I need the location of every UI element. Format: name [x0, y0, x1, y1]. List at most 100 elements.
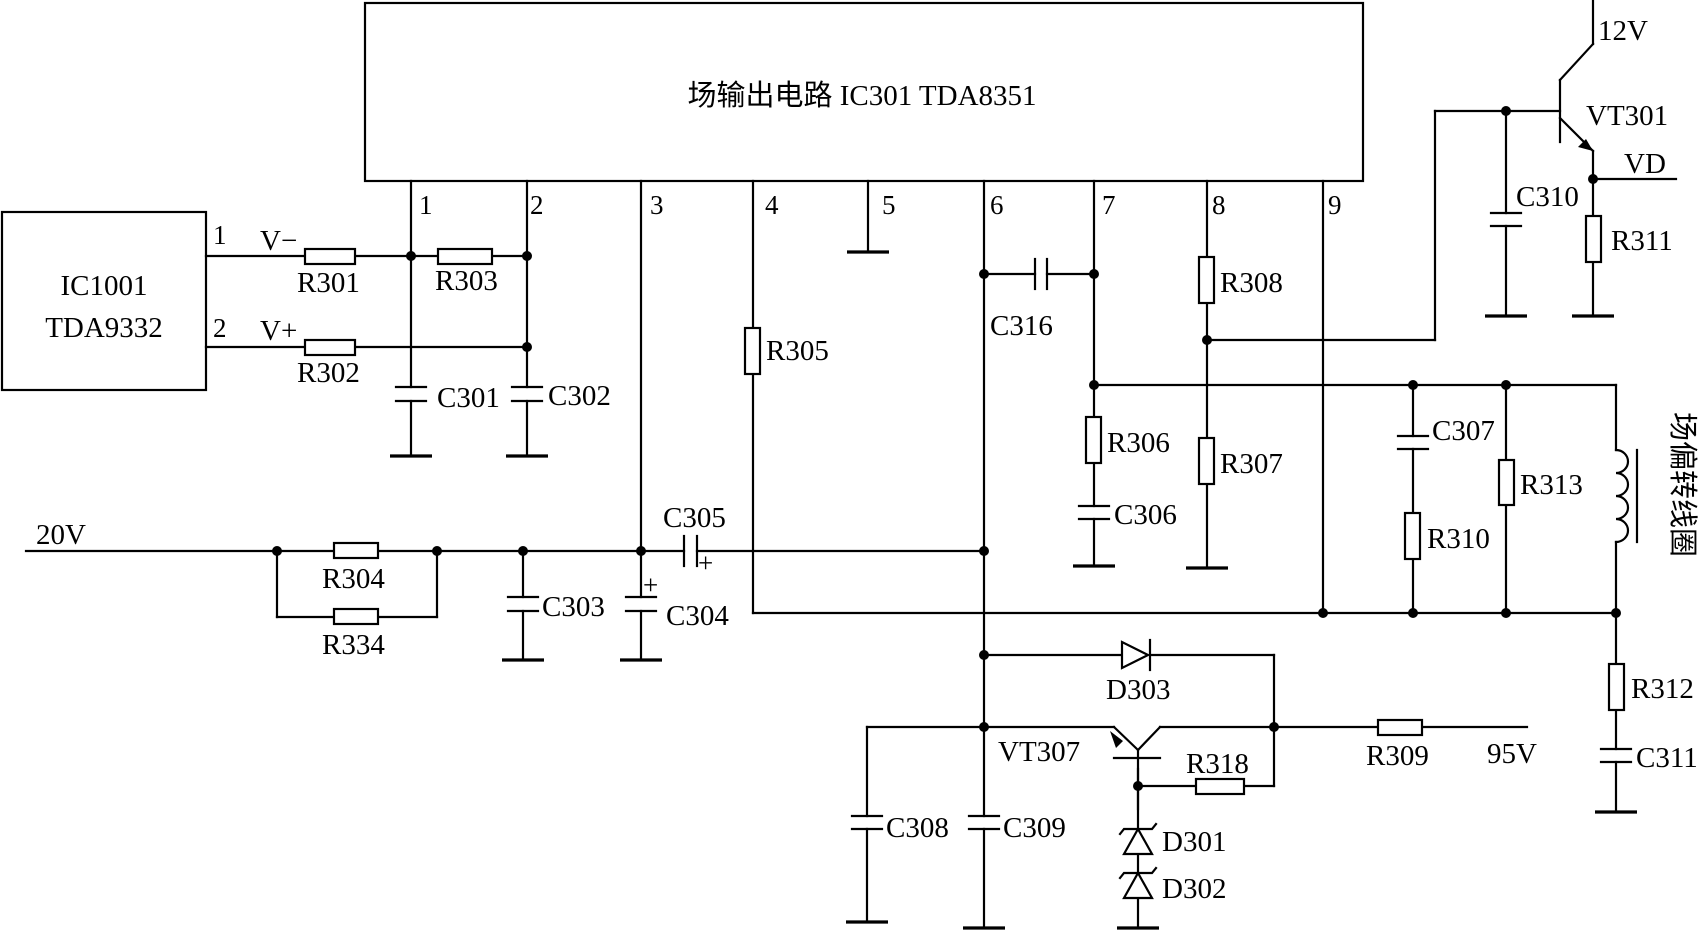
label-r305: R305 [766, 335, 829, 367]
resistor-r302 [303, 338, 357, 357]
resistor-r312 [1607, 662, 1626, 712]
capacitor-c307 [1396, 434, 1430, 451]
pin8-wires [1205, 109, 1562, 570]
zener-d301 [1122, 826, 1154, 856]
ic1001-part: TDA9332 [45, 312, 163, 344]
label-d302: D302 [1162, 873, 1226, 905]
label-r309: R309 [1366, 740, 1429, 772]
resistor-r301 [303, 247, 357, 266]
label-r301: R301 [297, 267, 360, 299]
resistor-r305 [743, 326, 762, 376]
capacitor-c316 [1033, 257, 1049, 291]
resistor-r313 [1497, 458, 1516, 507]
label-vt307: VT307 [998, 736, 1080, 768]
pin-7-label: 7 [1102, 190, 1116, 220]
capacitor-c301 [394, 385, 428, 403]
label-c302: C302 [548, 380, 611, 412]
resistor-r311 [1584, 214, 1603, 264]
resistor-r307 [1197, 436, 1216, 486]
resistor-r306 [1084, 415, 1103, 465]
pin-1-label: 1 [419, 190, 433, 220]
pump-up-wires [865, 653, 1529, 930]
resistor-r334 [332, 607, 380, 626]
signal-95v: 95V [1487, 738, 1537, 770]
junction-dots [272, 106, 1621, 791]
capacitor-c310 [1489, 211, 1523, 228]
resistor-r308 [1197, 255, 1216, 305]
zener-d302 [1122, 870, 1154, 900]
label-c307: C307 [1432, 415, 1495, 447]
pin-5-label: 5 [882, 190, 896, 220]
signal-vd: VD [1624, 148, 1666, 180]
label-r311: R311 [1611, 225, 1673, 257]
label-r318: R318 [1186, 748, 1249, 780]
pin-4-label: 4 [765, 190, 779, 220]
input-network-wires [204, 179, 529, 458]
capacitor-c309 [967, 814, 1001, 831]
label-r302: R302 [297, 357, 360, 389]
resistor-r309 [1376, 718, 1424, 737]
diode-d303 [1120, 640, 1151, 670]
capacitor-c303 [506, 595, 540, 613]
zener-d301-bar [1118, 822, 1158, 836]
pin-9-label: 9 [1328, 190, 1342, 220]
ic1001-name: IC1001 [61, 270, 148, 302]
pin-3-label: 3 [650, 190, 664, 220]
label-coil: 场偏转线圈 [1666, 412, 1699, 557]
resistor-r304 [332, 541, 380, 560]
label-r303: R303 [435, 265, 498, 297]
label-r304: R304 [322, 563, 385, 595]
label-c308: C308 [886, 812, 949, 844]
label-c303: C303 [542, 591, 605, 623]
label-c301: C301 [437, 382, 500, 414]
label-c311: C311 [1636, 742, 1698, 774]
ic1001-pin2-label: 2 [213, 313, 227, 343]
label-r313: R313 [1520, 469, 1583, 501]
ic301-box [363, 1, 1365, 183]
resistor-r303 [436, 247, 494, 266]
pin4-wires [751, 179, 1618, 615]
label-d303: D303 [1106, 674, 1170, 706]
label-r308: R308 [1220, 267, 1283, 299]
c304-polarity-plus: + [643, 570, 658, 600]
label-c310: C310 [1516, 181, 1579, 213]
pin6-pin7-wires [982, 179, 1618, 930]
ic1001-box [0, 210, 208, 392]
label-r306: R306 [1107, 427, 1170, 459]
label-r334: R334 [322, 629, 385, 661]
ic1001-pin1-label: 1 [213, 220, 227, 250]
signal-12v: 12V [1598, 15, 1648, 47]
label-c309: C309 [1003, 812, 1066, 844]
vt301-emitter-arrow [1578, 139, 1593, 151]
coil-network-wires [1411, 383, 1618, 814]
ic301-title: 场输出电路 IC301 TDA8351 [687, 79, 1036, 112]
label-r310: R310 [1427, 523, 1490, 555]
resistor-r310 [1403, 511, 1422, 561]
label-c306: C306 [1114, 499, 1177, 531]
signal-v-plus: V+ [260, 315, 297, 347]
supply-20v-wires [24, 179, 986, 662]
capacitor-c305 [682, 534, 699, 568]
resistor-r318 [1194, 777, 1246, 796]
c305-polarity-plus: + [698, 548, 713, 578]
signal-20v: 20V [36, 519, 86, 551]
capacitor-c306 [1077, 504, 1111, 521]
label-d301: D301 [1162, 826, 1226, 858]
label-r307: R307 [1220, 448, 1283, 480]
signal-v-minus: V− [260, 225, 297, 257]
deflection-coil [1614, 448, 1630, 544]
capacitor-c304 [624, 595, 658, 613]
capacitor-c308 [850, 814, 884, 831]
label-vt301: VT301 [1586, 100, 1668, 132]
pin-2-label: 2 [530, 190, 544, 220]
pin-6-label: 6 [990, 190, 1004, 220]
zener-d302-bar [1118, 866, 1158, 880]
pin-8-label: 8 [1212, 190, 1226, 220]
label-r312: R312 [1631, 673, 1694, 705]
vt307-emitter-arrow [1110, 731, 1123, 748]
label-c305: C305 [663, 502, 726, 534]
label-c316: C316 [990, 310, 1053, 342]
capacitor-c311 [1599, 747, 1633, 764]
label-c304: C304 [666, 600, 729, 632]
